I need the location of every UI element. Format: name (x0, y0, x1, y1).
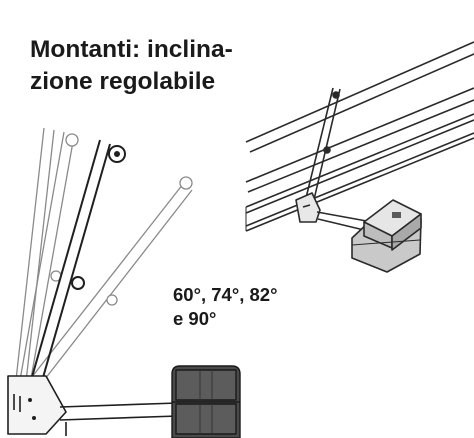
upright-post (303, 87, 341, 209)
railing-perspective (245, 41, 474, 273)
mid-handrail (245, 87, 474, 193)
post-base-plate (295, 192, 321, 223)
horizontal-support-arm (59, 402, 179, 436)
support-arm (316, 211, 373, 231)
title-line-1: Montanti: inclina- (30, 36, 233, 63)
upright-base-bracket (7, 375, 67, 435)
upright-74deg (19, 131, 79, 385)
title-line-2: zione regolabile (30, 68, 216, 95)
counterweight-block (171, 365, 241, 438)
upright-60deg (27, 176, 193, 389)
top-handrail (245, 41, 474, 153)
counterweight-perspective (351, 199, 422, 273)
angles-line-2: e 90° (173, 308, 217, 329)
upright-90deg-active (29, 139, 126, 389)
upright-82deg (15, 127, 55, 383)
adjustable-uprights (7, 127, 241, 438)
angles-line-1: 60°, 74°, 82° (173, 284, 278, 305)
angle-options-label: 60°, 74°, 82° e 90° (173, 283, 278, 331)
section-title: Montanti: inclina- zione regolabile (30, 34, 290, 98)
toe-board (245, 113, 474, 232)
